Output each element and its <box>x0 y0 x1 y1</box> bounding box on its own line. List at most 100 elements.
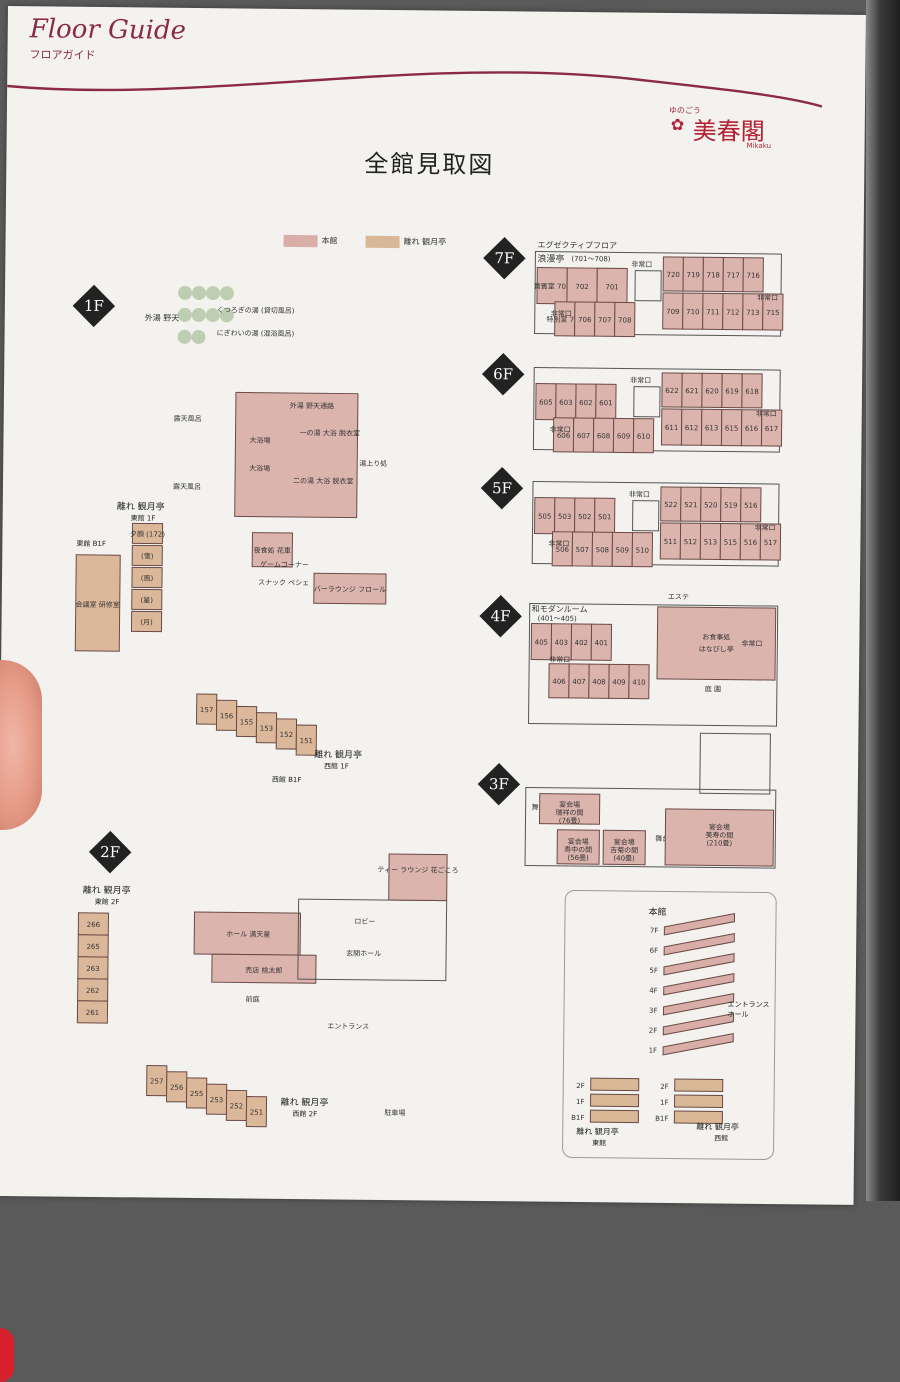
f6-rt-1: 621 <box>681 372 703 408</box>
f5-rt-2: 520 <box>700 486 722 522</box>
svg-text:616: 616 <box>745 425 759 433</box>
f4-bot-3: 409 <box>608 663 630 700</box>
svg-text:515: 515 <box>724 539 737 547</box>
f1-game: ゲームコーナー <box>260 560 309 570</box>
f2-east-room-0: 266 <box>77 912 110 936</box>
f6-rb-0: 611 <box>660 408 683 446</box>
f4-esthe: エステ <box>668 593 689 601</box>
f5-rb-4: 516 <box>739 523 762 561</box>
svg-text:501: 501 <box>598 513 611 521</box>
f7-rb-5: 715 <box>762 293 784 331</box>
f5-lt-1: 503 <box>553 497 576 535</box>
1f-bath2: にぎわいの湯 (混浴風呂) <box>216 329 295 339</box>
tree-icon <box>192 286 207 301</box>
f3-hall2-name: 寿中の間 <box>564 845 592 854</box>
1f-annex-title: 離れ 観月亭 <box>116 502 165 513</box>
tree-icon <box>191 330 206 345</box>
svg-text:719: 719 <box>686 271 699 279</box>
f5-lt-2: 502 <box>573 497 596 535</box>
f1-meeting-label: 会議室 研修室 <box>76 600 120 609</box>
binder-edge <box>866 0 900 1201</box>
svg-text:715: 715 <box>766 309 779 317</box>
svg-text:603: 603 <box>559 399 572 407</box>
svg-text:153: 153 <box>260 725 273 733</box>
f3-hall3-cap: (40畳) <box>613 854 635 862</box>
f5-rt-1: 521 <box>680 486 702 522</box>
f4-garden: 庭 園 <box>705 684 721 693</box>
elevation-slab-2 <box>663 953 735 976</box>
f4-outline <box>528 602 779 727</box>
emergency-exit-label: 非常口 <box>549 655 570 664</box>
svg-text:513: 513 <box>704 538 717 546</box>
f5-rb-3: 515 <box>719 522 742 561</box>
elevation-level-1: 6F <box>650 947 659 955</box>
f6-lt-0: 605 <box>535 383 557 421</box>
floor-guide-sheet: Floor Guide フロアガイド ゆのごう ✿ 美春閣 Mikaku 全館見… <box>0 6 866 1205</box>
svg-text:265: 265 <box>86 943 99 951</box>
svg-text:720: 720 <box>666 271 679 279</box>
elevation-slab-6 <box>662 1033 734 1056</box>
svg-text:(雪): (雪) <box>141 552 154 560</box>
f3-hall4-name: 美寿の間 <box>705 830 733 839</box>
f2-west-room-3: 253 <box>205 1083 228 1115</box>
svg-text:512: 512 <box>684 538 697 546</box>
f6-rb-1: 612 <box>680 408 703 446</box>
svg-text:707: 707 <box>598 316 611 324</box>
f1-annex-room-4: (月) <box>130 610 163 633</box>
svg-text:263: 263 <box>86 965 99 973</box>
svg-text:409: 409 <box>612 678 625 686</box>
elevation-annex-left-level-0: 2F <box>576 1082 585 1090</box>
elevation-slab-0 <box>663 913 736 936</box>
tree-icon <box>206 286 221 301</box>
svg-text:615: 615 <box>725 425 738 433</box>
svg-text:255: 255 <box>190 1090 203 1098</box>
svg-text:貴賓室 703: 貴賓室 703 <box>534 282 571 291</box>
1f-west-title: 離れ 観月亭 <box>314 750 363 761</box>
emergency-exit-label: 非常口 <box>631 260 652 269</box>
svg-text:157: 157 <box>200 706 213 714</box>
f7-lb-1: 706 <box>574 301 596 337</box>
f4-bot-1: 407 <box>568 663 590 699</box>
f7-rb-0: 709 <box>662 292 684 330</box>
f1-west-room-0: 157 <box>195 693 218 725</box>
f6-rt-3: 619 <box>721 372 743 409</box>
elevation-annex-right-level-2: B1F <box>655 1115 668 1123</box>
elevation-level-3: 4F <box>649 987 658 995</box>
svg-text:607: 607 <box>577 432 590 440</box>
2f-parking: 駐車場 <box>384 1109 406 1118</box>
svg-text:(星): (星) <box>141 596 154 604</box>
elevation-level-6: 1F <box>649 1047 658 1055</box>
elevation-annex-right-level-0: 2F <box>660 1083 669 1091</box>
f1-bath-block <box>234 391 359 519</box>
svg-text:261: 261 <box>86 1009 99 1017</box>
thumb <box>0 660 42 1382</box>
elevation-annex-right-slab-0 <box>674 1078 724 1093</box>
svg-text:407: 407 <box>572 678 585 686</box>
f5-rb-5: 517 <box>759 523 782 561</box>
f6-rt-0: 622 <box>661 372 683 408</box>
f6-lb-0: 606 <box>552 417 575 453</box>
svg-text:266: 266 <box>87 921 101 929</box>
f7-rt-1: 719 <box>682 256 704 292</box>
tree-icon <box>191 308 206 323</box>
f1-ninoyu: 二の湯 大浴 脱衣室 <box>293 476 354 486</box>
f5-rt-4: 516 <box>740 487 762 523</box>
emergency-exit-label: 非常口 <box>548 539 569 548</box>
f7-rt-3: 717 <box>722 257 744 293</box>
svg-text:606: 606 <box>557 432 571 440</box>
f1-annex-room-0: 夕顔 (172) <box>130 522 165 545</box>
svg-text:613: 613 <box>705 424 718 432</box>
elevation-slab-4 <box>662 993 735 1016</box>
tree-icon <box>219 308 234 323</box>
svg-text:717: 717 <box>726 272 739 280</box>
svg-text:406: 406 <box>552 678 566 686</box>
f2-shop <box>211 953 317 984</box>
svg-text:502: 502 <box>578 513 591 521</box>
f5-rt-0: 522 <box>660 486 682 522</box>
elevation-level-5: 2F <box>649 1027 658 1035</box>
svg-text:509: 509 <box>616 546 629 554</box>
elevation-level-4: 3F <box>649 1007 658 1015</box>
f4-dining-name: はなびし亭 <box>699 644 734 653</box>
tree-icon <box>220 286 235 301</box>
f3-hall1-name: 瑞祥の間 <box>556 808 584 817</box>
